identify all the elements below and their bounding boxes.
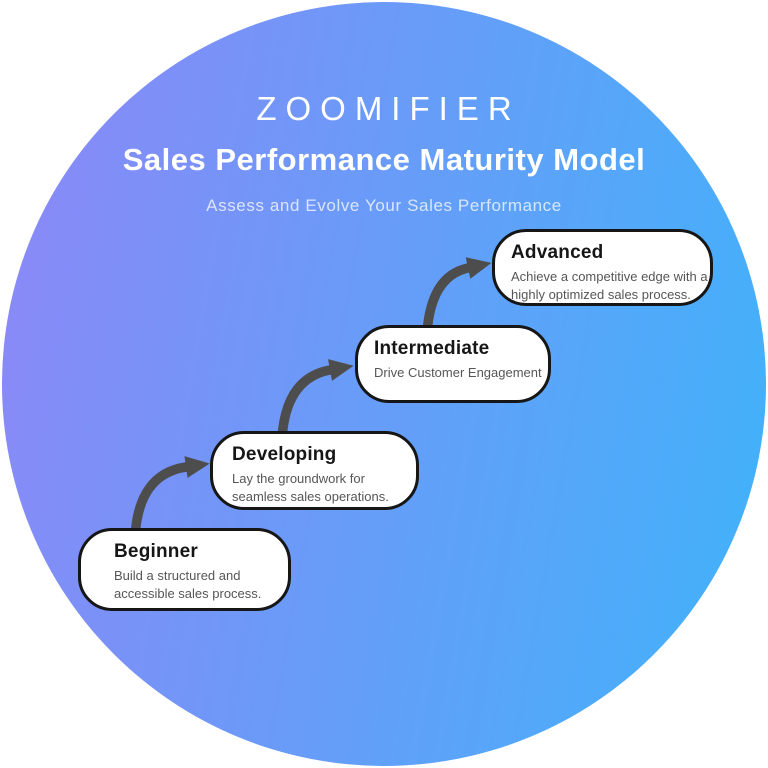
stage-description: Lay the groundwork for seamless sales op… [232,470,403,505]
stage-title: Advanced [511,242,604,263]
stage-description-line: seamless sales operations. [232,488,389,504]
page-title: Sales Performance Maturity Model [122,142,646,177]
stage-card-beginner: Beginner Build a structured and accessib… [78,528,291,611]
stage-title: Developing [232,444,337,465]
stage-description-line: Achieve a competitive edge with a [511,269,708,284]
stage-description-line: Drive Customer Engagement [374,365,542,380]
stage-description-line: Lay the groundwork for [232,471,365,486]
stage-description: Drive Customer Engagement [374,364,542,382]
header: ZOOMIFIER Sales Performance Maturity Mod… [0,0,768,216]
stage-title: Beginner [114,541,198,562]
stage-title: Intermediate [374,338,490,359]
stage-description-line: Build a structured and [114,568,241,583]
stage-card-intermediate: Intermediate Drive Customer Engagement [355,325,551,403]
stage-card-developing: Developing Lay the groundwork for seamle… [210,431,419,510]
stage-description-line: highly optimized sales process. [511,286,691,302]
brand-logo-text: ZOOMIFIER [256,90,521,127]
stage-description: Build a structured and accessible sales … [114,567,275,602]
page-subtitle: Assess and Evolve Your Sales Performance [206,196,562,215]
stage-description-line: accessible sales process. [114,585,262,601]
stage-description: Achieve a competitive edge with a highly… [511,268,708,303]
stage-card-advanced: Advanced Achieve a competitive edge with… [492,229,713,306]
